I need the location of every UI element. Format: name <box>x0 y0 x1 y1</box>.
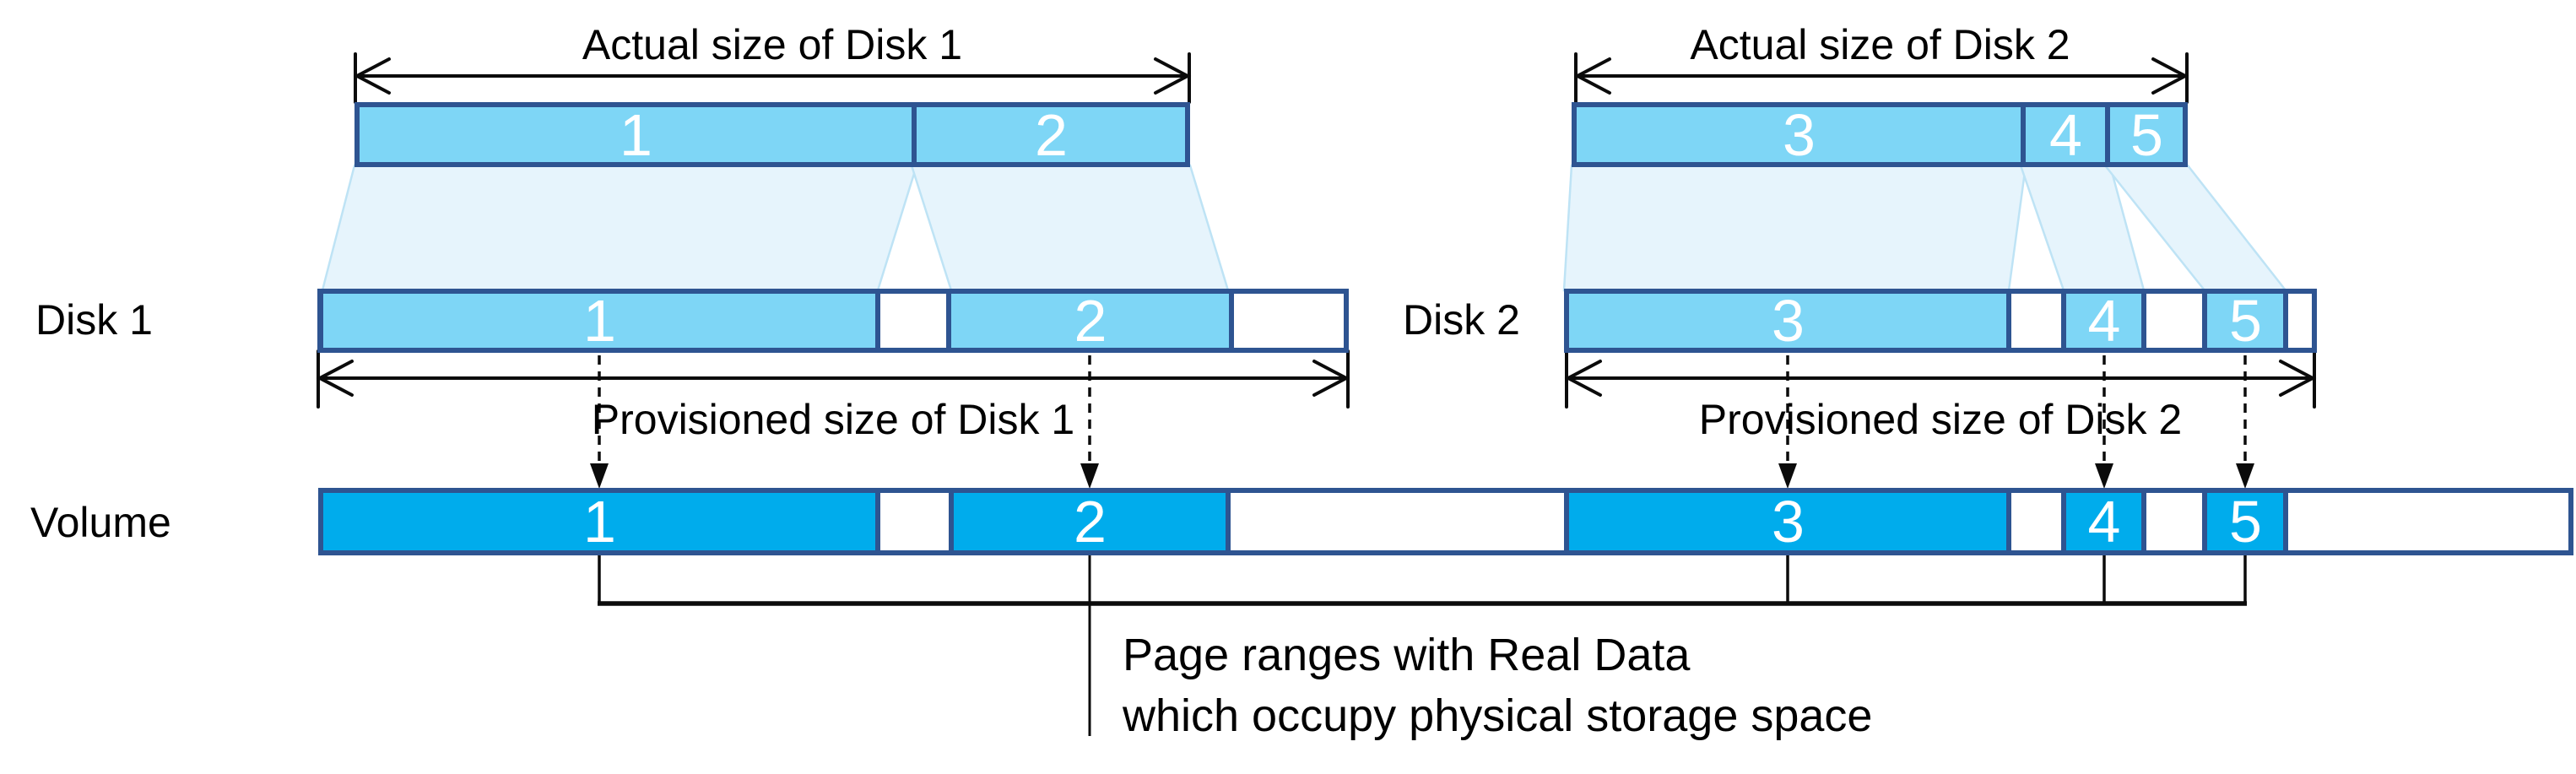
mapping-trapezoid-page2 <box>910 164 1230 292</box>
actual-size-disk1-label: Actual size of Disk 1 <box>582 21 963 68</box>
actual-disk2-page-4: 4 <box>2021 102 2110 167</box>
disk2-page-4: 4 <box>2061 289 2146 353</box>
provisioned-size-disk2-label: Provisioned size of Disk 2 <box>1698 396 2183 443</box>
page-number: 3 <box>1772 288 1805 354</box>
volume-page-3: 3 <box>1564 488 2011 555</box>
real-data-caption: Page ranges with Real Data which occupy … <box>1123 625 1872 746</box>
page-number: 2 <box>1074 489 1107 555</box>
disk2-row-label: Disk 2 <box>1403 296 1520 344</box>
volume-page-1: 1 <box>318 488 880 555</box>
volume-page-2: 2 <box>949 488 1231 555</box>
real-data-caption-line2: which occupy physical storage space <box>1123 690 1873 741</box>
real-data-bracket <box>598 554 2247 736</box>
volume-row-label: Volume <box>30 499 171 546</box>
page-number: 1 <box>583 288 616 354</box>
page-mapping-arrowheads <box>590 463 2254 489</box>
mapping-trapezoid-page3 <box>1562 164 2027 292</box>
mapping-trapezoid-page1 <box>321 164 918 292</box>
page-number: 5 <box>2130 101 2163 168</box>
actual-disk1-page-2: 2 <box>912 102 1190 167</box>
volume-page-4: 4 <box>2061 488 2146 555</box>
page-number: 1 <box>583 489 616 555</box>
page-number: 2 <box>1074 288 1107 354</box>
page-number: 4 <box>2087 288 2121 354</box>
page-number: 5 <box>2229 288 2262 354</box>
provisioned-size-arrow-disk1 <box>316 349 1350 409</box>
provisioned-size-arrow-disk2 <box>1564 349 2317 409</box>
page-mapping-dashed-arrows <box>598 355 2247 463</box>
actual-size-disk2-label: Actual size of Disk 2 <box>1690 21 2070 68</box>
actual-disk2-page-3: 3 <box>1572 102 2026 167</box>
real-data-caption-line1: Page ranges with Real Data <box>1123 630 1691 680</box>
disk1-page-2: 2 <box>946 289 1234 353</box>
actual-disk1-page-1: 1 <box>354 102 917 167</box>
disk1-row-label: Disk 1 <box>35 296 153 344</box>
page-number: 3 <box>1783 101 1816 168</box>
provisioned-size-disk1-label: Provisioned size of Disk 1 <box>591 396 1075 443</box>
actual-disk2-page-5: 5 <box>2105 102 2188 167</box>
page-number: 2 <box>1035 101 1068 168</box>
page-number: 5 <box>2229 489 2262 555</box>
page-number: 1 <box>620 101 652 168</box>
actual-size-arrow-disk1 <box>353 52 1192 104</box>
disk2-page-3: 3 <box>1564 289 2011 353</box>
disk2-page-5: 5 <box>2202 289 2288 353</box>
page-number: 4 <box>2049 101 2082 168</box>
disk1-page-1: 1 <box>318 289 880 353</box>
actual-size-arrow-disk2 <box>1573 52 2189 104</box>
mapping-trapezoids <box>321 164 2288 292</box>
page-number: 4 <box>2087 489 2121 555</box>
page-number: 3 <box>1772 489 1805 555</box>
volume-page-5: 5 <box>2202 488 2288 555</box>
